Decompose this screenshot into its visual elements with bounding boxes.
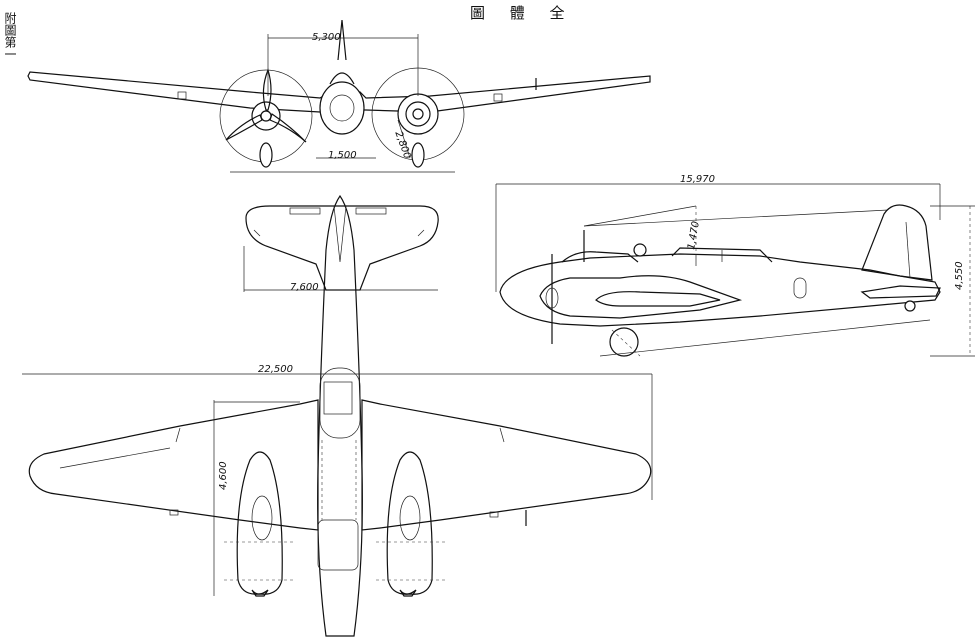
dim-overall-length: 15,970: [680, 174, 715, 185]
dim-height: 4,550: [954, 261, 965, 290]
dim-prop-spacing: 5,300: [312, 32, 341, 43]
plan-view: 7,600 22,500: [22, 194, 653, 637]
dim-tailplane: 7,600: [290, 282, 319, 293]
dim-nacelle: 4,600: [218, 461, 229, 490]
drawing-title: 圖 體 全: [470, 4, 575, 22]
side-view: 15,970 1,470 4,550: [495, 174, 975, 357]
dim-cabin: 1,470: [686, 220, 702, 250]
dim-wingspan: 22,500: [258, 364, 293, 375]
dim-prop-dia: 2,800: [392, 130, 412, 161]
plate-label: 附圖第一: [3, 12, 17, 60]
front-view: 5,300 1,500 2,800: [27, 19, 651, 173]
dim-track: 1,500: [328, 150, 357, 161]
